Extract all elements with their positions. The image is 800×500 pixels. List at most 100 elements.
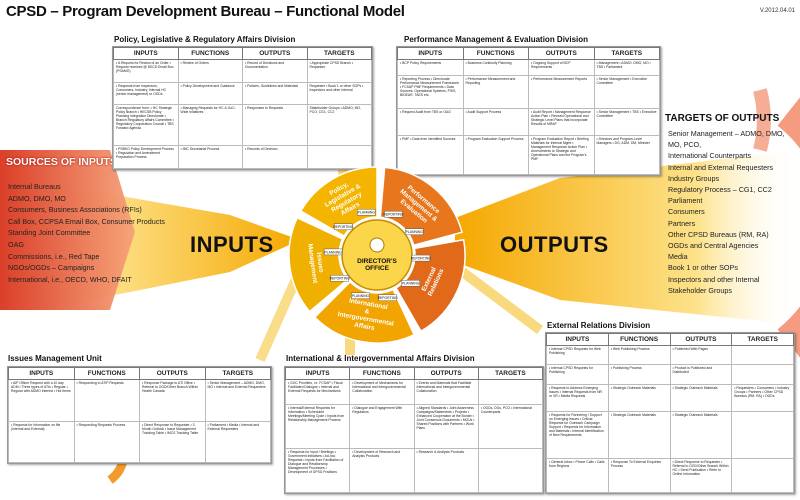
target-item: Regulatory Process – CG1, CC2 xyxy=(668,185,772,195)
source-item: Internal Bureaus xyxy=(8,182,61,191)
table-cell-targets: • Senior Management • Executive Committe… xyxy=(593,74,660,109)
target-item: Parliament xyxy=(668,196,703,206)
table-cell-inputs: • General Inbox • Phone Calls • Calls fr… xyxy=(546,458,609,493)
cycle-tag: REPORTING xyxy=(333,223,354,230)
column-header-outputs: OUTPUTS xyxy=(669,333,733,346)
cycle-tag: PLANNING xyxy=(323,248,343,256)
table-cell-targets: • Parliament • Media • Internal and Exte… xyxy=(204,420,271,463)
svg-text:REPORTING: REPORTING xyxy=(383,213,403,217)
svg-text:PLANNING: PLANNING xyxy=(402,282,420,286)
table-cell-targets: • Appropriate CPSD Branch • Requester xyxy=(306,59,372,83)
table-cell-functions: • IMC Secretariat Process xyxy=(177,145,243,169)
table-cell-inputs: • Internal CPSD Requests for Web Publish… xyxy=(546,344,609,366)
table-row: • A Request for Review of an Order • Req… xyxy=(113,59,372,83)
target-item: Other CPSD Bureaus (RM, RA) xyxy=(668,229,769,239)
table-cell-inputs: • Requests for Partnering / Support on E… xyxy=(546,410,609,460)
directors-office-circle xyxy=(341,219,413,291)
targets-heading: TARGETS OF OUTPUTS xyxy=(665,113,780,124)
table-cell-functions: • Audit Support Process xyxy=(462,107,529,137)
table-cell-outputs: • Published Web Pages xyxy=(669,344,733,366)
source-item: International, i.e., OECD, WHO, DFAIT xyxy=(8,274,132,284)
table-cell-outputs: • Direct Response to Requester • 3 Month… xyxy=(139,420,206,463)
table-cell-functions: • Development of Research and Analysis P… xyxy=(349,447,415,494)
table-cell-targets xyxy=(731,364,794,385)
target-item: Media xyxy=(668,252,688,262)
table-cell-inputs: • GOC Priorities, i.e. FCSAP • Fiscal Fa… xyxy=(284,379,351,405)
column-header-targets: TARGETS xyxy=(477,367,544,380)
table-cell-outputs: • Performance Measurement Reports xyxy=(528,74,595,109)
cycle-tag: REPORTING xyxy=(330,275,350,282)
table-cell-functions: • Strategic Outreach Materials xyxy=(607,410,671,460)
table-cell-inputs: • A Request for Review of an Order • Req… xyxy=(113,59,179,83)
table-row: • Requests for Information on file (Inte… xyxy=(8,420,271,463)
table-cell-inputs: • Requests for Input / Briefings • Gover… xyxy=(284,447,351,494)
table-cell-targets xyxy=(477,379,544,405)
column-header-functions: FUNCTIONS xyxy=(177,47,243,60)
column-header-functions: FUNCTIONS xyxy=(349,367,415,380)
table-cell-inputs: • PMF • Data from Identified Sources xyxy=(397,135,464,175)
cycle-tag: REPORTING xyxy=(411,254,431,262)
column-header-outputs: OUTPUTS xyxy=(242,47,308,60)
column-header-inputs: INPUTS xyxy=(546,333,609,346)
table-cell-inputs: • Internal/External Requests for Informa… xyxy=(284,403,351,449)
table-row: • General Inbox • Phone Calls • Calls fr… xyxy=(546,458,794,493)
column-header-targets: TARGETS xyxy=(593,47,660,60)
table-cell-functions: • Development of Mechanisms for Internat… xyxy=(349,379,415,405)
table-cell-targets xyxy=(731,344,794,366)
table-cell-outputs: • Ongoing Support of BCP Requirements xyxy=(528,59,595,76)
table-cell-inputs: • AIP Officer Request with a 10 day ADM … xyxy=(8,379,75,422)
cycle-tag: PLANNING xyxy=(357,209,376,216)
outputs-arrow xyxy=(455,150,800,325)
issues-division-title: Issues Management Unit xyxy=(8,354,102,363)
table-row: • GOC Priorities, i.e. FCSAP • Fiscal Fa… xyxy=(284,379,544,405)
column-header-inputs: INPUTS xyxy=(113,47,179,60)
cycle-tag: PLANNING xyxy=(351,292,370,299)
table-cell-outputs: • Response Package to ATI Office • Refer… xyxy=(139,379,206,422)
table-cell-targets xyxy=(477,447,544,494)
table-cell-targets: • Directors and Program-Level Managers •… xyxy=(593,135,660,175)
target-item: MO, PCO, xyxy=(668,140,702,150)
table-cell-targets: • Senior Management • TBS • Executive Co… xyxy=(593,107,660,137)
table-cell-functions: • Policy Development and Guidance xyxy=(177,81,243,106)
table-cell-functions: • Review of Orders xyxy=(177,59,243,83)
svg-text:REPORTING: REPORTING xyxy=(411,256,431,260)
target-item: Senior Management – ADMO, DMO, xyxy=(668,129,785,138)
table-row: • PMF • Data from Identified Sources• Pr… xyxy=(397,135,660,175)
table-cell-outputs: • Strategic Outreach Materials xyxy=(669,410,733,460)
table-cell-targets: • Management • ADMO, DMO, MO • TBS • Par… xyxy=(593,59,660,76)
column-header-targets: TARGETS xyxy=(204,367,271,380)
target-item: International Counterparts xyxy=(668,151,752,161)
table-cell-inputs: • Internal CPSD Requests for Publishing xyxy=(546,364,609,385)
wheel-segment-issues xyxy=(288,216,349,313)
table-cell-targets: • OGDs, DGs, PCO • International Counter… xyxy=(477,403,544,449)
version-label: V.2012.04.01 xyxy=(759,8,795,14)
table-cell-inputs: • PSBKO Policy Development Process • Reg… xyxy=(113,145,179,169)
column-header-functions: FUNCTIONS xyxy=(462,47,529,60)
table-cell-inputs: • Requests for Information on file (Inte… xyxy=(8,420,75,463)
table-row: Correspondence from: • HC Strategic Poli… xyxy=(113,104,372,147)
table-cell-functions: • Business Continuity Planning xyxy=(462,59,529,76)
targets-list: Senior Management – ADMO, DMO,MO, PCO,In… xyxy=(668,128,785,296)
target-item: Internal and External Requesters xyxy=(668,162,774,172)
cycle-tag: REPORTING xyxy=(378,294,398,301)
svg-text:PLANNING: PLANNING xyxy=(324,250,342,254)
target-item: Stakeholder Groups xyxy=(668,285,732,295)
sources-heading: SOURCES OF INPUTS xyxy=(6,156,117,168)
cycle-tag: PLANNING xyxy=(405,228,424,235)
sources-chevron xyxy=(0,150,135,310)
column-header-outputs: OUTPUTS xyxy=(528,47,595,60)
svg-text:PLANNING: PLANNING xyxy=(352,294,370,298)
wheel-segment-external xyxy=(394,238,466,333)
table-cell-functions: • Response To External Enquiries Process xyxy=(607,458,671,493)
column-header-targets: TARGETS xyxy=(731,333,794,346)
inputs-label: INPUTS xyxy=(190,232,274,257)
cycle-tag: REPORTING xyxy=(383,211,404,218)
performance-division-title: Performance Management & Evaluation Divi… xyxy=(404,35,589,44)
svg-text:REPORTING: REPORTING xyxy=(333,225,353,229)
table-cell-outputs: • Aligned Standards • Joint Awareness Ca… xyxy=(413,403,479,449)
